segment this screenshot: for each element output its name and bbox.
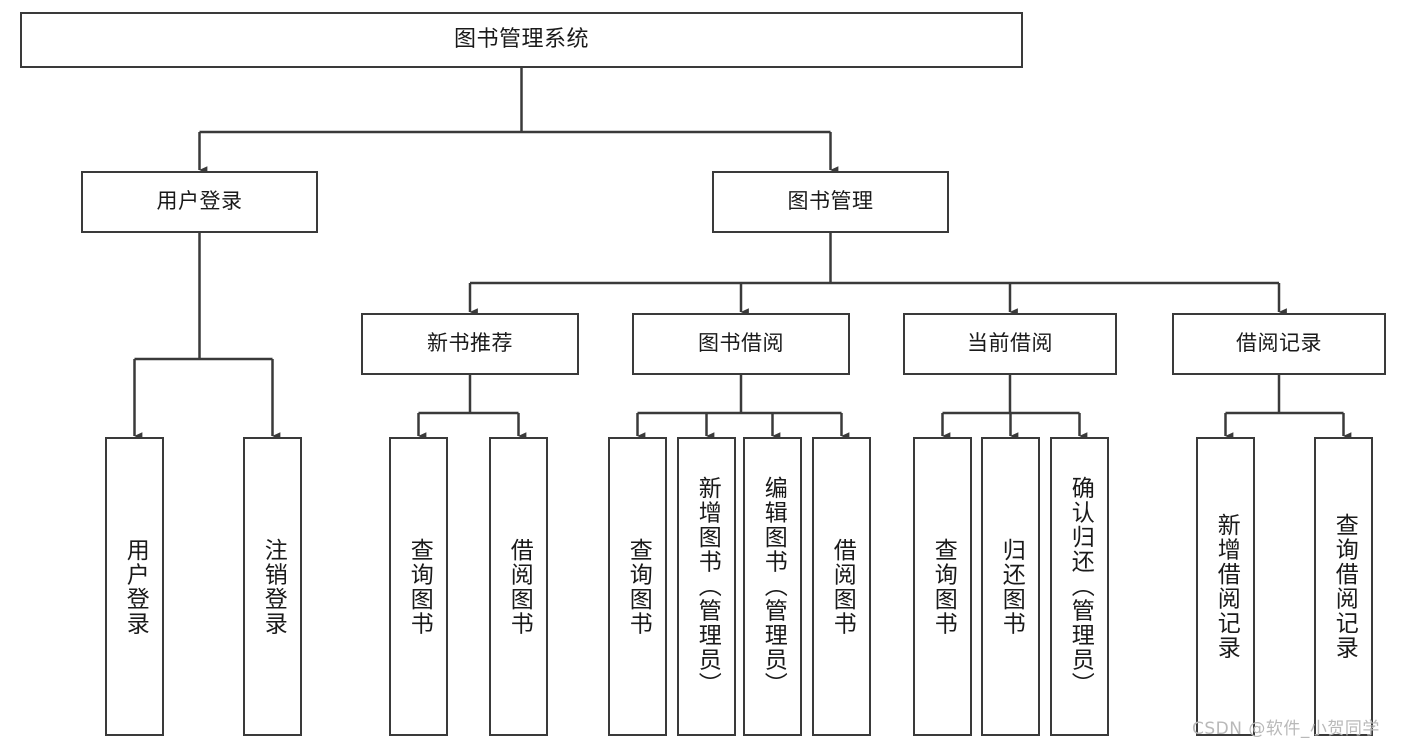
node-leaf-13[interactable]: 查询借阅记录 bbox=[1314, 437, 1373, 736]
node-leaf-6[interactable]: 新增图书（管理员） bbox=[677, 437, 736, 736]
node-label: 借阅记录 bbox=[1236, 331, 1322, 356]
node-records[interactable]: 借阅记录 bbox=[1172, 313, 1386, 375]
node-label: 借阅图书 bbox=[829, 537, 856, 636]
node-leaf-11[interactable]: 确认归还（管理员） bbox=[1050, 437, 1109, 736]
node-label: 图书借阅 bbox=[698, 331, 784, 356]
node-leaf-8[interactable]: 借阅图书 bbox=[812, 437, 871, 736]
node-leaf-10[interactable]: 归还图书 bbox=[981, 437, 1040, 736]
node-label: 查询图书 bbox=[930, 537, 957, 636]
node-leaf-5[interactable]: 查询图书 bbox=[608, 437, 667, 736]
node-label: 图书管理 bbox=[787, 189, 874, 214]
node-root[interactable]: 图书管理系统 bbox=[20, 12, 1023, 68]
node-leaf-9[interactable]: 查询图书 bbox=[913, 437, 972, 736]
node-bookmgmt[interactable]: 图书管理 bbox=[712, 171, 949, 233]
node-label: 新增图书（管理员） bbox=[694, 476, 721, 697]
node-label: 查询借阅记录 bbox=[1331, 513, 1358, 660]
node-label: 新增借阅记录 bbox=[1213, 513, 1240, 660]
node-label: 编辑图书（管理员） bbox=[760, 476, 787, 697]
node-leaf-7[interactable]: 编辑图书（管理员） bbox=[743, 437, 802, 736]
node-leaf-2[interactable]: 注销登录 bbox=[243, 437, 302, 736]
node-borrow[interactable]: 图书借阅 bbox=[632, 313, 850, 375]
node-leaf-12[interactable]: 新增借阅记录 bbox=[1196, 437, 1255, 736]
node-label: 借阅图书 bbox=[506, 537, 533, 636]
csdn-watermark: CSDN @软件_小贺同学 bbox=[1192, 719, 1380, 739]
node-label: 当前借阅 bbox=[967, 331, 1053, 356]
node-label: 图书管理系统 bbox=[453, 26, 589, 52]
node-label: 归还图书 bbox=[998, 537, 1025, 636]
node-leaf-1[interactable]: 用户登录 bbox=[105, 437, 164, 736]
node-label: 用户登录 bbox=[156, 189, 243, 214]
node-label: 用户登录 bbox=[122, 537, 149, 636]
node-leaf-4[interactable]: 借阅图书 bbox=[489, 437, 548, 736]
node-login[interactable]: 用户登录 bbox=[81, 171, 318, 233]
node-current[interactable]: 当前借阅 bbox=[903, 313, 1117, 375]
node-label: 查询图书 bbox=[406, 537, 433, 636]
node-newbook[interactable]: 新书推荐 bbox=[361, 313, 579, 375]
node-label: 查询图书 bbox=[625, 537, 652, 636]
node-label: 注销登录 bbox=[260, 537, 287, 636]
node-label: 新书推荐 bbox=[427, 331, 513, 356]
node-leaf-3[interactable]: 查询图书 bbox=[389, 437, 448, 736]
node-label: 确认归还（管理员） bbox=[1067, 476, 1094, 697]
